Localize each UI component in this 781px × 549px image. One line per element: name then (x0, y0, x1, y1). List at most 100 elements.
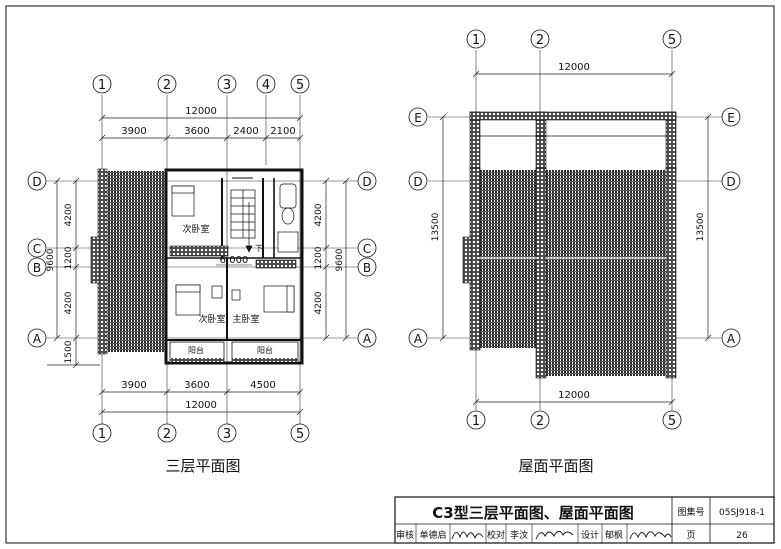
balcony-left-rail (170, 358, 224, 362)
roof-tiles-left (478, 170, 538, 348)
balcony-right-rail (232, 358, 298, 362)
design-label: 设计 (581, 529, 599, 541)
left-top-dimensions (98, 114, 304, 142)
roof-axis-row-A-right: A (727, 332, 736, 346)
roof-axis-bubbles (408, 29, 741, 430)
left-dim-top-1: 3900 (121, 126, 146, 137)
sheet-border (5, 5, 775, 544)
chimney (90, 236, 100, 284)
roof-edge-left (469, 167, 481, 351)
left-axis-bubbles-top (92, 74, 310, 94)
roof-edge-brick (97, 168, 108, 355)
room-master-bedroom: 主卧室 (232, 313, 259, 325)
reviewer-signature (451, 531, 484, 540)
bathroom-fixtures (277, 183, 299, 253)
left-total-top: 12000 (185, 106, 217, 117)
roof-axis-row-E-right: E (727, 111, 735, 125)
room-bedroom-lower: 次卧室 (198, 313, 225, 325)
roof-axis-row-D-left: D (413, 175, 422, 189)
roof-dimensions (439, 70, 712, 406)
roof-axis-top-2: 2 (536, 33, 544, 48)
right-dim-side-3: 4200 (314, 291, 324, 314)
left-bottom-dimensions (98, 388, 304, 416)
atlas-label: 图集号 (677, 506, 704, 518)
page-label: 页 (686, 530, 695, 541)
room-balcony-right: 阳台 (257, 345, 273, 355)
page-number: 26 (736, 531, 748, 541)
right-plan-caption: 屋面平面图 (518, 457, 593, 475)
roof-ridge-wall (535, 167, 547, 379)
roof-dim-right: 13500 (696, 212, 706, 241)
left-dim-bottom-3: 4500 (250, 380, 275, 391)
left-dim-side-1: 4200 (64, 203, 74, 226)
floor-level: 6.000 (220, 255, 249, 266)
roof-chimney (462, 236, 472, 284)
left-dim-top-4: 2100 (270, 126, 295, 137)
left-axis-top-4: 4 (262, 78, 270, 93)
checker-signature (535, 530, 574, 540)
roof-plan: 12000 12000 13500 13500 1 2 5 1 (408, 29, 741, 475)
stair-down-mark: 下 (255, 244, 263, 253)
left-axis-top-5: 5 (296, 78, 304, 93)
left-dim-bottom-1: 3900 (121, 380, 146, 391)
left-dim-side-4: 1500 (64, 340, 74, 363)
left-plan-caption: 三层平面图 (165, 457, 240, 475)
roof-total-top: 12000 (558, 62, 590, 73)
left-dim-side-3: 4200 (64, 291, 74, 314)
left-axis-bottom-3: 3 (223, 427, 231, 442)
roof-tiles-right (546, 170, 666, 376)
floor-walls (164, 168, 304, 365)
right-side-dimensions (322, 177, 350, 342)
left-side-dimensions (47, 177, 100, 369)
roof-axis-row-D-right: D (726, 175, 735, 189)
left-axis-row-D: D (32, 175, 41, 189)
left-dim-side-total: 9600 (46, 248, 56, 271)
roof-axis-bottom-2: 2 (536, 414, 544, 429)
room-balcony-left: 阳台 (188, 345, 204, 355)
roof-dim-left: 13500 (431, 212, 441, 241)
left-axis-top-3: 3 (223, 78, 231, 93)
right-dim-side-total: 9600 (335, 248, 345, 271)
right-dim-side-2: 1200 (314, 246, 324, 269)
left-dim-bottom-2: 3600 (184, 380, 209, 391)
left-axis-bottom-2: 2 (163, 427, 171, 442)
left-total-bottom: 12000 (185, 400, 217, 411)
roof-axis-row-E-left: E (414, 111, 422, 125)
left-axis-bottom-1: 1 (98, 427, 106, 442)
check-label: 校对 (487, 529, 505, 541)
lower-roof-tiles (104, 171, 166, 352)
left-dim-side-2: 1200 (64, 246, 74, 269)
right-dim-side-1: 4200 (314, 203, 324, 226)
beds (171, 185, 295, 316)
wardrobe (169, 245, 229, 257)
roof-axis-row-A-left: A (414, 332, 423, 346)
roof-axis-bottom-1: 1 (472, 414, 480, 429)
roof-total-bottom: 12000 (558, 390, 590, 401)
third-floor-plan: 12000 3900 3600 2400 2100 3900 3600 4500… (27, 74, 377, 475)
right-axis-row-B: B (363, 261, 371, 275)
roof-edge-right (665, 167, 677, 379)
right-axis-row-C: C (363, 242, 371, 256)
left-axis-bubbles-rows (27, 171, 377, 348)
left-axis-row-C: C (33, 242, 41, 256)
left-axis-bottom-5: 5 (296, 427, 304, 442)
room-bedroom-upper: 次卧室 (182, 223, 209, 235)
left-axis-row-A: A (33, 332, 42, 346)
right-axis-row-D: D (362, 175, 371, 189)
left-axis-top-2: 2 (163, 78, 171, 93)
right-axis-row-A: A (363, 332, 372, 346)
sheet-title: C3型三层平面图、屋面平面图 (432, 504, 633, 522)
left-axis-bubbles-bottom (92, 423, 310, 443)
wardrobe-master (255, 259, 297, 269)
atlas-number: 05SJ918-1 (719, 508, 765, 518)
reviewer-name: 单德启 (419, 529, 446, 541)
roof-axis-top-5: 5 (668, 33, 676, 48)
designer-name: 郁枫 (605, 529, 623, 541)
left-axis-top-1: 1 (98, 78, 106, 93)
designer-signature (629, 531, 672, 540)
review-label: 审核 (396, 529, 414, 541)
roof-axis-top-1: 1 (472, 33, 480, 48)
left-dim-top-3: 2400 (233, 126, 258, 137)
roof-pergola (469, 111, 677, 171)
